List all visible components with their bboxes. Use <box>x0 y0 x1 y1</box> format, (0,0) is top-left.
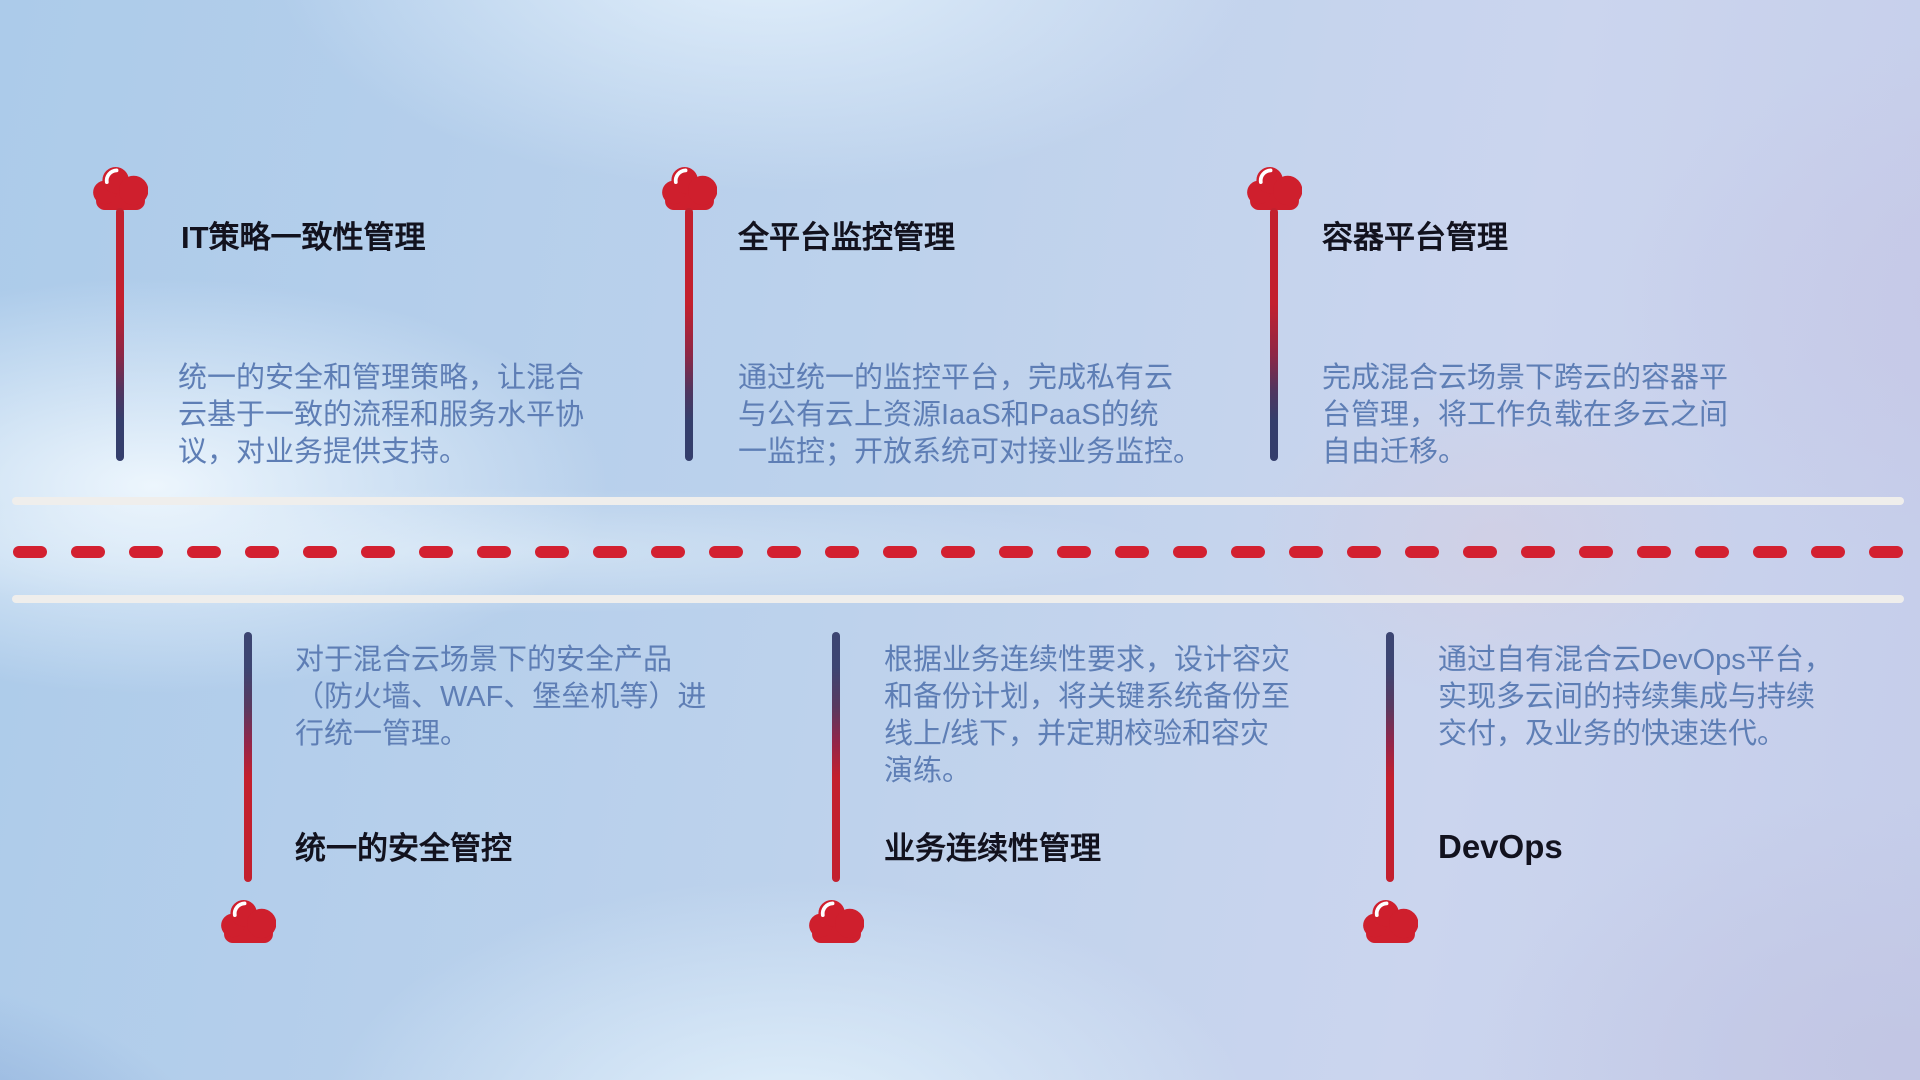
road-dash <box>767 546 801 558</box>
item-title: 业务连续性管理 <box>884 831 1101 866</box>
item-description: 根据业务连续性要求，设计容灾 和备份计划，将关键系统备份至 线上/线下，并定期校… <box>884 644 1291 787</box>
road-dash <box>1579 546 1613 558</box>
timeline-stem <box>116 208 124 461</box>
cloud-icon <box>809 899 864 943</box>
timeline-stem <box>1270 208 1278 461</box>
road-dash <box>1521 546 1555 558</box>
road-dash <box>1637 546 1671 558</box>
item-title: DevOps <box>1438 828 1563 865</box>
road-dash <box>419 546 453 558</box>
timeline-stem <box>244 632 252 882</box>
cloud-highlight <box>1374 901 1389 917</box>
road-dash <box>999 546 1033 558</box>
item-description: 通过统一的监控平台，完成私有云 与公有云上资源IaaS和PaaS的统 一监控；开… <box>738 362 1203 468</box>
item-title: 全平台监控管理 <box>738 220 955 255</box>
timeline-stem <box>1386 632 1394 882</box>
cloud-highlight <box>820 901 835 917</box>
road-dash <box>361 546 395 558</box>
road-edge-top <box>12 497 1904 505</box>
item-description: 对于混合云场景下的安全产品 （防火墙、WAF、堡垒机等）进 行统一管理。 <box>295 644 707 750</box>
item-description: 完成混合云场景下跨云的容器平 台管理，将工作负载在多云之间 自由迁移。 <box>1322 362 1729 468</box>
road-dash <box>303 546 337 558</box>
timeline-stem <box>832 632 840 882</box>
cloud-highlight <box>232 901 247 917</box>
road-dash <box>1231 546 1265 558</box>
road-dash <box>13 546 47 558</box>
cloud-icon <box>662 166 717 210</box>
road-dash <box>883 546 917 558</box>
item-description: 统一的安全和管理策略，让混合 云基于一致的流程和服务水平协 议，对业务提供支持。 <box>178 362 585 468</box>
item-title: 统一的安全管控 <box>295 831 512 866</box>
road-dash <box>535 546 569 558</box>
road-dash <box>477 546 511 558</box>
cloud-icon <box>93 166 148 210</box>
road-dash <box>1289 546 1323 558</box>
cloud-icon <box>221 899 276 943</box>
item-title: 容器平台管理 <box>1322 220 1508 255</box>
cloud-highlight <box>104 168 119 184</box>
cloud-icon <box>1247 166 1302 210</box>
road-dash <box>593 546 627 558</box>
road-dash <box>129 546 163 558</box>
cloud-highlight <box>1258 168 1273 184</box>
road-dash <box>245 546 279 558</box>
road-dash <box>1347 546 1381 558</box>
road-dash <box>1463 546 1497 558</box>
timeline-stem <box>685 208 693 461</box>
cloud-icon <box>1363 899 1418 943</box>
road-dash <box>825 546 859 558</box>
road-dash <box>1811 546 1845 558</box>
road-dash <box>1753 546 1787 558</box>
road-dash <box>1057 546 1091 558</box>
road-dash <box>941 546 975 558</box>
road-dash <box>1115 546 1149 558</box>
road-dash <box>651 546 685 558</box>
road-dash <box>1405 546 1439 558</box>
item-description: 通过自有混合云DevOps平台， 实现多云间的持续集成与持续 交付，及业务的快速… <box>1438 644 1833 750</box>
road-dashes <box>13 546 1920 558</box>
item-title: IT策略一致性管理 <box>181 220 426 255</box>
cloud-highlight <box>673 168 688 184</box>
road-dash <box>1695 546 1729 558</box>
road-dash <box>709 546 743 558</box>
road-dash <box>71 546 105 558</box>
road-dash <box>187 546 221 558</box>
road-edge-bottom <box>12 595 1904 603</box>
road-dash <box>1869 546 1903 558</box>
road-dash <box>1173 546 1207 558</box>
